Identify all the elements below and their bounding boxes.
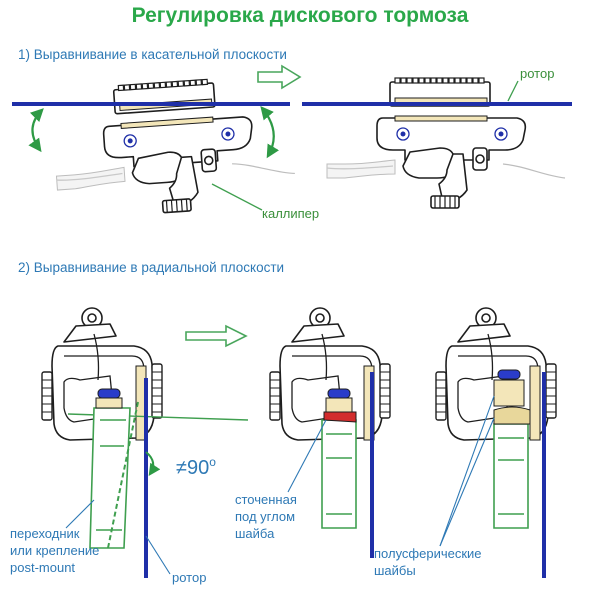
rotor-label-top-leader [507, 80, 519, 102]
spherical-washers-leader-upper [439, 395, 495, 547]
section-2-heading: 2) Выравнивание в радиальной плоскости [18, 260, 284, 275]
washer [325, 397, 353, 413]
spherical-washers-leader-lower [439, 417, 495, 547]
washer-cap [497, 369, 521, 380]
caliper-label: каллипер [262, 206, 319, 221]
rotor-label-bottom: ротор [172, 570, 206, 585]
hollow-arrow-icon [257, 64, 302, 90]
curved-double-arrow-icon [260, 105, 280, 159]
ground-washer-label: сточенная под углом шайба [235, 492, 301, 541]
tangential-aligned-caliper [326, 77, 566, 209]
section-1-heading: 1) Выравнивание в касательной плоскости [18, 47, 287, 62]
degree-angle-arc-icon [145, 451, 161, 476]
adapter-misaligned [89, 407, 131, 549]
curved-double-arrow-icon [28, 108, 44, 153]
angle-label: ≠90o [176, 455, 216, 479]
washer-cap [97, 388, 121, 399]
adapter-label: переходник или крепление post-mount [10, 526, 103, 575]
spherical-washer-lower [493, 406, 531, 425]
ground-washer-label-leader [287, 419, 327, 493]
adapter-ground-washer [321, 419, 357, 529]
diagram-title: Регулировка дискового тормоза [132, 4, 469, 27]
adapter-axis-dashed [107, 401, 139, 549]
rotor-label-top: ротор [520, 66, 554, 81]
ground-washer-red [323, 411, 357, 423]
caliper-label-leader [211, 183, 263, 211]
rotor-label-bottom-leader [145, 535, 171, 575]
adapter-label-leader [65, 499, 95, 529]
washer [95, 397, 123, 409]
spherical-washer-upper [493, 379, 525, 407]
tangential-misaligned-caliper [49, 72, 298, 221]
spherical-washers-label: полусферические шайбы [374, 546, 485, 578]
hollow-arrow-icon [185, 324, 248, 348]
adapter-spherical-washers [493, 423, 529, 529]
washer-cap [327, 388, 351, 399]
